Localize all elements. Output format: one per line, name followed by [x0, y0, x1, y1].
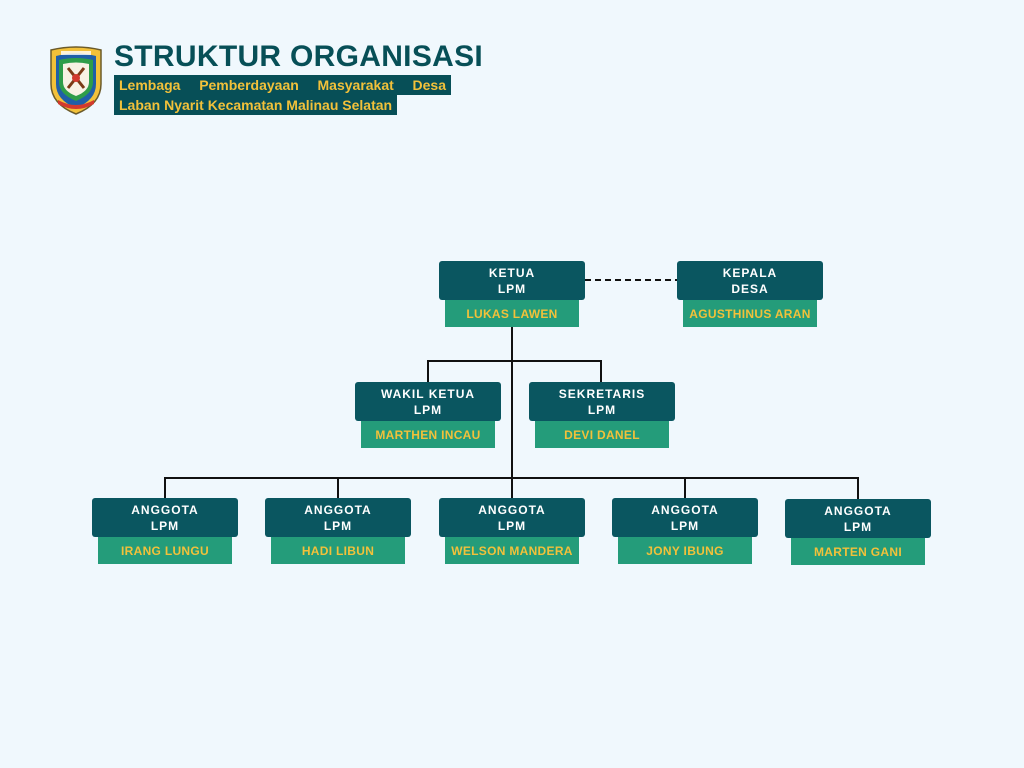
- member-name: JONY IBUNG: [618, 537, 752, 564]
- member-name: LUKAS LAWEN: [445, 300, 579, 327]
- member-name: HADI LIBUN: [271, 537, 405, 564]
- role-label: LPM: [670, 518, 700, 533]
- node-anggota-lpm: ANGGOTA LPM IRANG LUNGU: [92, 498, 238, 564]
- role-label: LPM: [413, 402, 443, 417]
- role-label: DESA: [731, 281, 769, 296]
- role-label: LPM: [497, 518, 527, 533]
- subtitle-line-1: Lembaga Pemberdayaan Masyarakat Desa: [114, 75, 451, 95]
- role-label: ANGGOTA: [651, 502, 719, 517]
- subtitle-line-2: Laban Nyarit Kecamatan Malinau Selatan: [114, 95, 398, 115]
- role-box: KETUA LPM: [439, 261, 585, 300]
- role-box: ANGGOTA LPM: [785, 499, 931, 538]
- node-anggota-lpm: ANGGOTA LPM JONY IBUNG: [612, 498, 758, 564]
- node-wakil-ketua-lpm: WAKIL KETUA LPM MARTHEN INCAU: [355, 382, 501, 448]
- role-label: LPM: [497, 281, 527, 296]
- role-box: SEKRETARIS LPM: [529, 382, 675, 421]
- role-box: ANGGOTA LPM: [439, 498, 585, 537]
- subtitle-word: Pemberdayaan: [199, 77, 299, 93]
- member-name: MARTHEN INCAU: [361, 421, 495, 448]
- role-label: ANGGOTA: [131, 502, 199, 517]
- role-box: ANGGOTA LPM: [92, 498, 238, 537]
- node-ketua-lpm: KETUA LPM LUKAS LAWEN: [439, 261, 585, 327]
- member-name: MARTEN GANI: [791, 538, 925, 565]
- node-anggota-lpm: ANGGOTA LPM MARTEN GANI: [785, 499, 931, 565]
- role-label: LPM: [843, 519, 873, 534]
- member-name: DEVI DANEL: [535, 421, 669, 448]
- member-name: WELSON MANDERA: [445, 537, 579, 564]
- page-title: STRUKTUR ORGANISASI: [114, 40, 484, 73]
- role-label: SEKRETARIS: [558, 386, 646, 401]
- role-box: ANGGOTA LPM: [612, 498, 758, 537]
- subtitle-word: Masyarakat: [317, 77, 394, 93]
- subtitle-word: Desa: [412, 77, 446, 93]
- node-sekretaris-lpm: SEKRETARIS LPM DEVI DANEL: [529, 382, 675, 448]
- role-label: ANGGOTA: [824, 503, 892, 518]
- role-box: KEPALA DESA: [677, 261, 823, 300]
- member-name: AGUSTHINUS ARAN: [683, 300, 817, 327]
- subtitle-word: Lembaga: [119, 77, 181, 93]
- role-label: KEPALA: [722, 265, 778, 280]
- role-box: WAKIL KETUA LPM: [355, 382, 501, 421]
- role-label: KETUA: [488, 265, 536, 280]
- role-label: WAKIL KETUA: [380, 386, 476, 401]
- node-anggota-lpm: ANGGOTA LPM HADI LIBUN: [265, 498, 411, 564]
- role-label: LPM: [323, 518, 353, 533]
- role-label: LPM: [150, 518, 180, 533]
- role-label: LPM: [587, 402, 617, 417]
- role-box: ANGGOTA LPM: [265, 498, 411, 537]
- regency-emblem-icon: [50, 46, 102, 115]
- role-label: ANGGOTA: [478, 502, 546, 517]
- role-label: ANGGOTA: [304, 502, 372, 517]
- node-kepala-desa: KEPALA DESA AGUSTHINUS ARAN: [677, 261, 823, 327]
- member-name: IRANG LUNGU: [98, 537, 232, 564]
- node-anggota-lpm: ANGGOTA LPM WELSON MANDERA: [439, 498, 585, 564]
